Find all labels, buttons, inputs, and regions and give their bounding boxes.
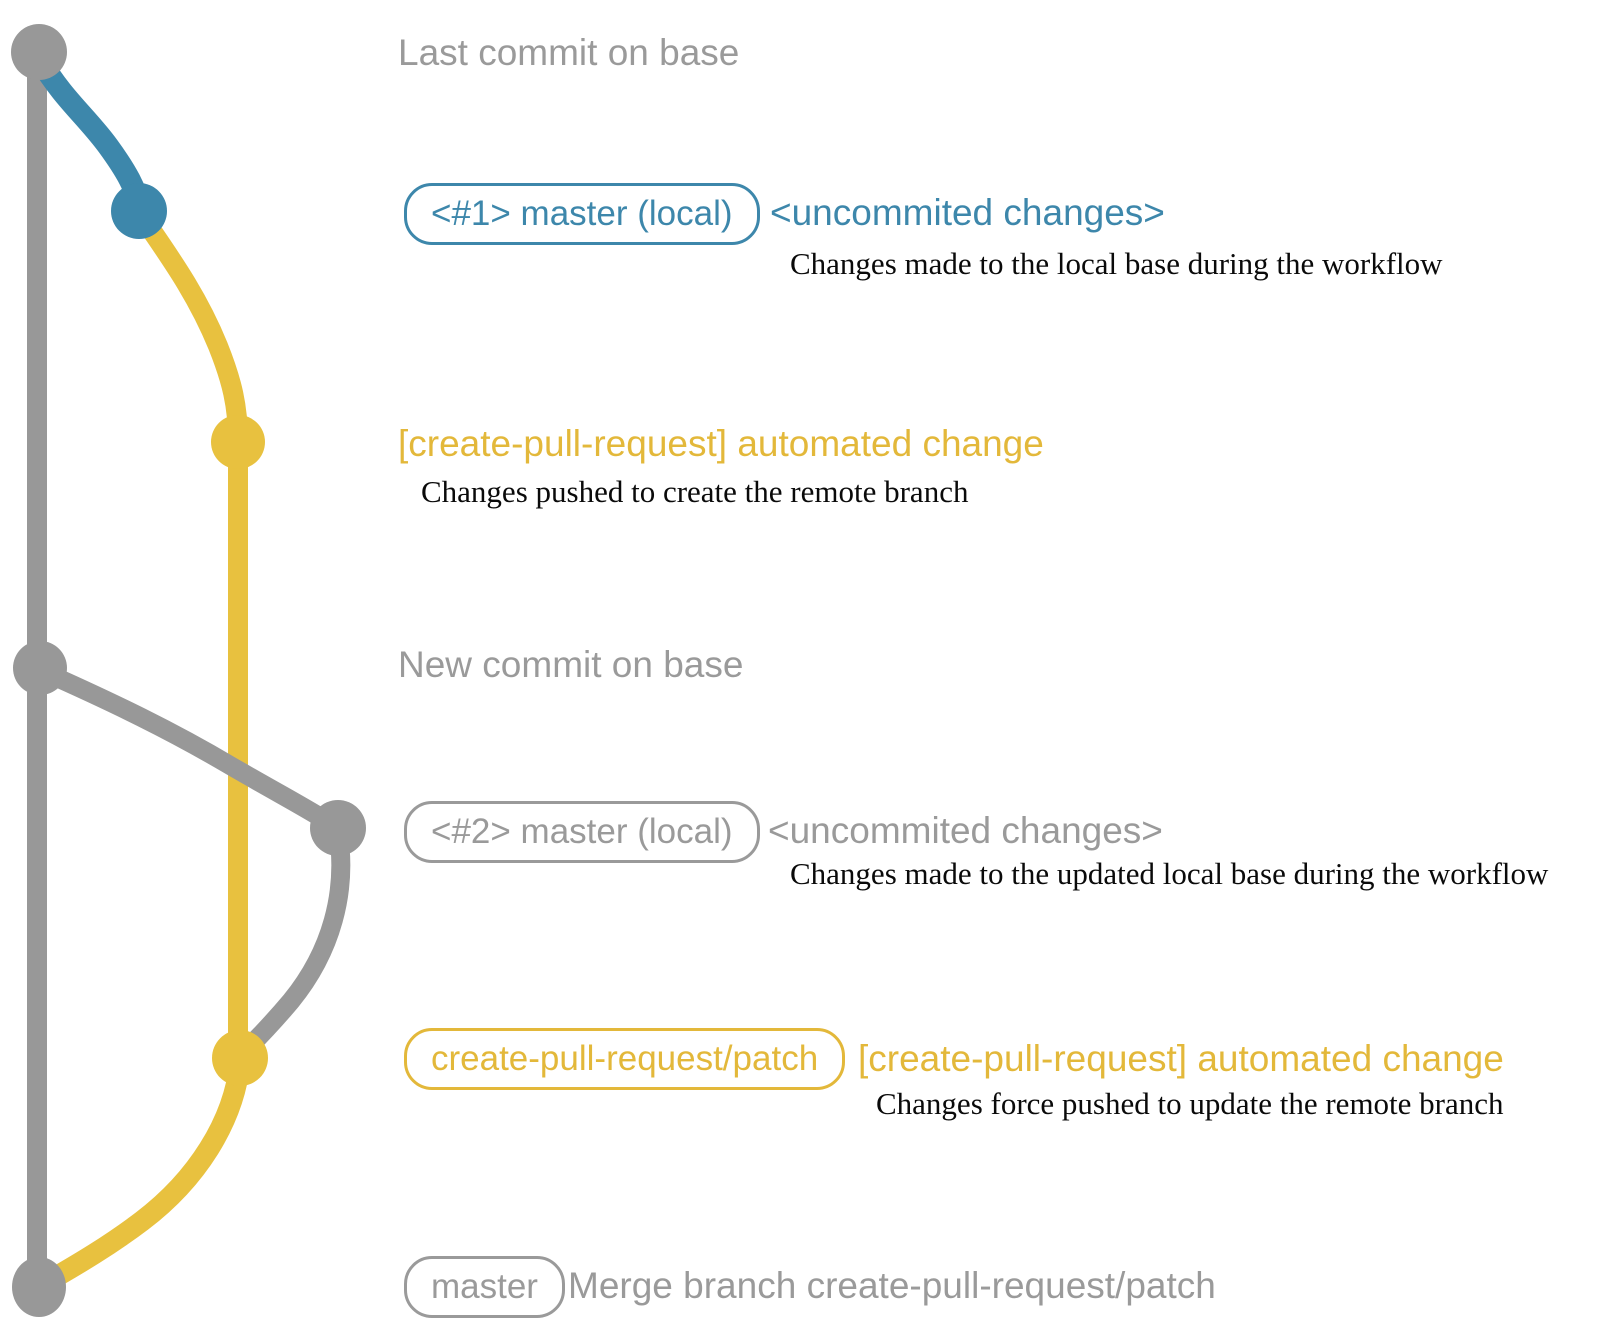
commit-node-patch-2 (212, 1030, 268, 1086)
commit-node-local-1 (111, 183, 167, 239)
local-master2-to-patch-curve (233, 821, 351, 1063)
merge-branch-label: Merge branch create-pull-request/patch (568, 1265, 1216, 1306)
local1-description: Changes made to the local base during th… (790, 246, 1443, 281)
local2-description: Changes made to the updated local base d… (790, 856, 1549, 891)
local-master2-branch-curve (32, 661, 346, 837)
badge-master-local-1: <#1> master (local) (404, 183, 760, 245)
uncommitted-changes-2-label: <uncommited changes> (768, 810, 1163, 851)
badge-create-pull-request-patch: create-pull-request/patch (404, 1028, 846, 1090)
commit-graph (11, 24, 366, 1317)
patch1-description: Changes pushed to create the remote bran… (421, 474, 969, 509)
commit-node-local-2 (310, 800, 366, 856)
patch2-description: Changes force pushed to update the remot… (876, 1086, 1504, 1121)
patch-branch-curve-top (131, 205, 248, 451)
last-commit-label: Last commit on base (398, 32, 740, 73)
local-master-branch-line (29, 49, 151, 219)
automated-change-1-label: [create-pull-request] automated change (398, 423, 1044, 464)
commit-node-patch-1 (211, 415, 265, 469)
uncommitted-changes-1-label: <uncommited changes> (770, 192, 1165, 233)
automated-change-2-label: [create-pull-request] automated change (858, 1038, 1504, 1079)
commit-node-merge (12, 1257, 66, 1317)
commit-node-last-base (11, 24, 67, 80)
new-commit-label: New commit on base (398, 644, 744, 685)
badge-master-local-2: <#2> master (local) (404, 801, 760, 863)
commit-node-new-base (13, 641, 67, 695)
badge-master: master (404, 1256, 565, 1318)
patch-merge-curve (31, 1051, 251, 1296)
